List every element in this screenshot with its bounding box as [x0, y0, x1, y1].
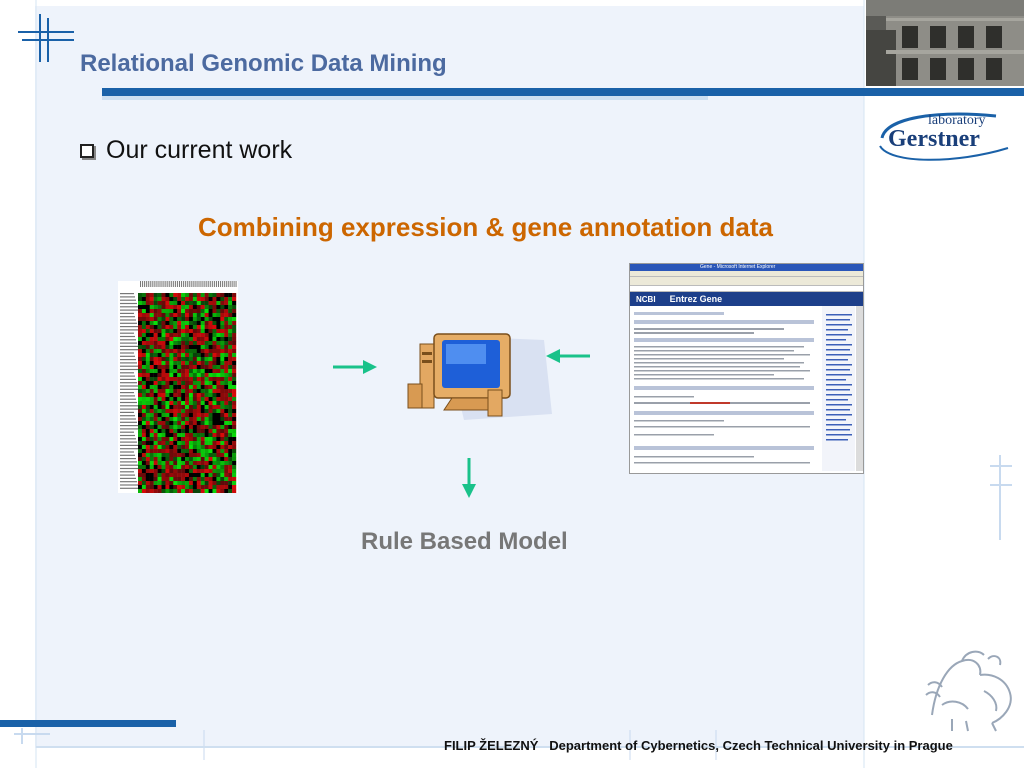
title-underline-shadow	[102, 96, 708, 100]
bullet-item: Our current work	[80, 136, 292, 165]
browser-page-content	[630, 306, 863, 471]
browser-toolbar	[630, 277, 863, 286]
rule-based-model-label: Rule Based Model	[361, 528, 568, 555]
entrez-gene-browser-screenshot: Gene - Microsoft Internet Explorer NCBI …	[629, 263, 864, 474]
corner-cross-mark	[18, 14, 74, 62]
czech-lion-emblem	[925, 650, 1012, 732]
footer-author: FILIP ŽELEZNÝ	[444, 738, 539, 753]
footer-affiliation: Department of Cybernetics, Czech Technic…	[549, 738, 953, 753]
gerstner-laboratory-logo: laboratory Gerstner	[876, 106, 1016, 166]
footer-credit: FILIP ŽELEZNÝ Department of Cybernetics,…	[444, 738, 953, 753]
ncbi-header: NCBI Entrez Gene	[630, 292, 863, 306]
expression-heatmap-image	[118, 281, 238, 493]
ncbi-label: NCBI	[636, 294, 656, 304]
computer-icon	[407, 333, 552, 420]
checkbox-bullet-icon	[80, 143, 94, 158]
browser-title-bar: Gene - Microsoft Internet Explorer	[630, 264, 863, 271]
building-photo	[866, 0, 1024, 86]
footer-accent-bar	[0, 720, 176, 727]
footer-divider	[36, 746, 1024, 748]
title-underline-bar	[102, 88, 1024, 96]
entrez-gene-heading: Entrez Gene	[669, 294, 723, 304]
down-arrow-icon	[462, 458, 476, 498]
browser-menu-bar	[630, 271, 863, 277]
right-arrow-icon	[333, 360, 377, 374]
svg-text:Gerstner: Gerstner	[888, 126, 980, 152]
browser-address-bar	[630, 286, 863, 292]
slide-title: Relational Genomic Data Mining	[80, 50, 447, 77]
section-heading: Combining expression & gene annotation d…	[198, 212, 773, 242]
left-arrow-icon	[546, 349, 590, 363]
svg-text:laboratory: laboratory	[928, 113, 986, 128]
bullet-text: Our current work	[106, 136, 293, 164]
